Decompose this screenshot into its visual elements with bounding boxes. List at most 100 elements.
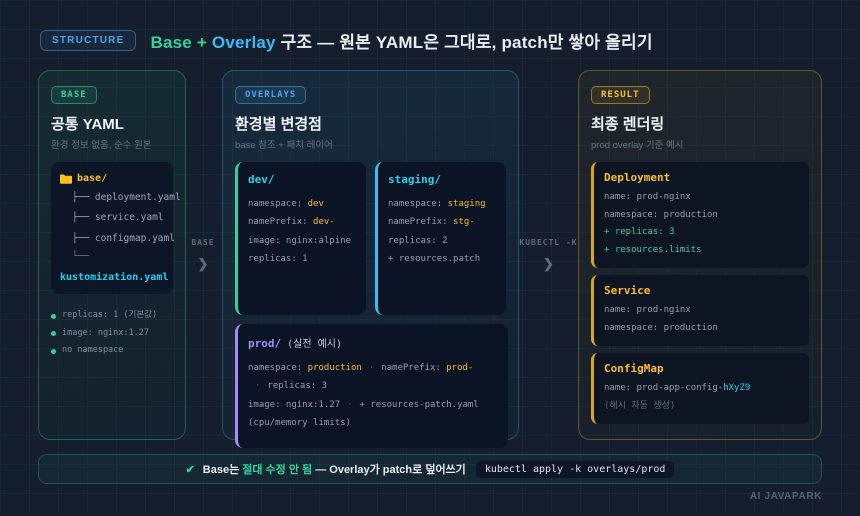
title-rest-segment: 구조 — 원본 YAML은 그대로, patch만 쌓아 올리기 <box>275 33 653 52</box>
deployment-replicas-line: + replicas: 3 <box>604 227 675 238</box>
footer-note-bar: ✔ Base는 절대 수정 안 됨 — Overlay가 patch로 덮어쓰기… <box>38 454 822 484</box>
prod-image-line: image: nginx:1.27 ·+ resources-patch.yaml… <box>248 396 498 433</box>
dev-nameprefix-key: namePrefix: <box>248 217 308 228</box>
dot-separator: · <box>368 363 375 373</box>
tree-kustomization-label: kustomization.yaml <box>60 272 169 284</box>
footer-seg-never-modify: 절대 수정 안 됨 <box>242 464 313 476</box>
connector-kubectl-label: KUBECTL -K <box>519 238 578 247</box>
tree-folder-row: base/ <box>60 173 164 184</box>
configmap-name-line: name: prod-app-config-hXyZ9 <box>604 380 799 398</box>
dev-nameprefix-value: dev- <box>313 217 335 228</box>
overlays-badge: OVERLAYS <box>235 86 307 104</box>
title-base-segment: Base + <box>150 33 212 52</box>
overlays-column: OVERLAYS 환경별 변경점 base 참조 + 패치 레이어 dev/ n… <box>222 70 519 448</box>
staging-overlay-card: staging/ namespace: staging namePrefix: … <box>375 162 506 315</box>
kubectl-command-code: kubectl apply -k overlays/prod <box>475 460 675 478</box>
footer-text: Base는 절대 수정 안 됨 — Overlay가 patch로 덮어쓰기 <box>203 461 466 477</box>
connector-base: BASE ❯ <box>184 70 222 440</box>
base-bullet-list: replicas: 1 (기본값) image: nginx:1.27 no n… <box>51 307 173 359</box>
check-icon: ✔ <box>185 463 195 476</box>
tree-file-configmap: ├── configmap.yaml <box>72 232 175 244</box>
service-card-title: Service <box>604 284 651 298</box>
dev-overlay-card: dev/ namespace: dev namePrefix: dev- ima… <box>235 162 366 315</box>
footer-seg-overlay: — Overlay가 patch로 덮어쓰기 <box>312 464 466 476</box>
bullet-image-text: image: nginx:1.27 <box>62 327 149 338</box>
deployment-name-line: name: prod-nginx <box>604 192 691 202</box>
dev-image-line: image: nginx:alpine <box>248 235 351 246</box>
overlay-cards-row: dev/ namespace: dev namePrefix: dev- ima… <box>235 162 506 315</box>
service-result-card: Service name: prod-nginx namespace: prod… <box>591 275 809 347</box>
staging-nameprefix-value: stg- <box>453 217 475 228</box>
tree-file-service: ├── service.yaml <box>72 212 164 224</box>
structure-badge: STRUCTURE <box>40 30 137 51</box>
configmap-hash-text: hXyZ9 <box>723 383 751 394</box>
configmap-hash-note: (해시 자동 생성) <box>604 400 676 411</box>
header: STRUCTURE Base + Overlay 구조 — 원본 YAML은 그… <box>40 28 653 53</box>
service-namespace-line: namespace: production <box>604 322 718 333</box>
base-column: BASE 공통 YAML 환경 정보 없음, 순수 원본 base/ ├── d… <box>38 70 186 440</box>
deployment-limits-line: + resources.limits <box>604 244 702 255</box>
bullet-replicas: replicas: 1 (기본값) <box>51 307 173 324</box>
dev-nameprefix-line: namePrefix: dev- <box>248 213 356 231</box>
dot-separator: · <box>347 399 353 410</box>
configmap-card-title: ConfigMap <box>604 362 664 376</box>
bullet-dot-icon <box>51 348 56 354</box>
base-badge: BASE <box>51 86 97 104</box>
base-file-tree: base/ ├── deployment.yaml ├── service.ya… <box>51 162 181 295</box>
dev-replicas-line: replicas: 1 <box>248 254 308 265</box>
staging-nameprefix-line: namePrefix: stg- <box>388 213 496 231</box>
base-column-subtitle: 환경 정보 없음, 순수 원본 <box>51 140 152 151</box>
bullet-namespace-text: no namespace <box>62 345 124 356</box>
chevron-right-icon: ❯ <box>543 256 554 271</box>
dev-namespace-key: namespace: <box>248 199 303 209</box>
result-column: RESULT 최종 렌더링 prod overlay 기준 예시 Deploym… <box>578 70 822 440</box>
dev-card-title: dev/ <box>248 173 275 186</box>
deployment-card-title: Deployment <box>604 171 671 184</box>
prod-replicas-text: replicas: 3 <box>267 381 328 392</box>
base-column-title: 공통 YAML <box>51 116 124 133</box>
chevron-right-icon: ❯ <box>197 256 209 271</box>
prod-card-title: prod/ (실전 예시) <box>248 335 498 350</box>
bullet-replicas-text: replicas: 1 (기본값) <box>62 310 158 321</box>
prod-namespace-value: production <box>307 363 362 373</box>
prod-overlay-card: prod/(실전 예시) namespace: production·nameP… <box>235 324 508 448</box>
folder-icon <box>60 174 72 184</box>
title-overlay-segment: Overlay <box>211 33 276 52</box>
page-title: Base + Overlay 구조 — 원본 YAML은 그대로, patch만… <box>150 28 652 53</box>
prod-title-suffix: (실전 예시) <box>287 339 342 350</box>
connector-kubectl: KUBECTL -K ❯ <box>519 70 578 440</box>
tree-branch-stub: └── <box>72 251 90 263</box>
staging-patch-line: + resources.patch <box>388 254 481 265</box>
configmap-name-text: name: prod-app-config- <box>604 383 724 394</box>
service-name-line: name: prod-nginx <box>604 305 691 316</box>
staging-namespace-line: namespace: staging <box>388 195 496 213</box>
result-column-title: 최종 렌더링 <box>591 116 665 133</box>
overlays-column-subtitle: base 참조 + 패치 레이어 <box>235 140 333 151</box>
dev-namespace-line: namespace: dev <box>248 195 356 213</box>
bullet-namespace: no namespace <box>51 342 173 359</box>
prod-title-text: prod/ <box>248 337 282 350</box>
prod-patch-text: + resources-patch.yaml (cpu/memory limit… <box>248 399 479 429</box>
staging-namespace-value: staging <box>447 199 486 209</box>
staging-namespace-key: namespace: <box>388 199 443 209</box>
prod-nameprefix-value: prod- <box>446 363 474 373</box>
staging-nameprefix-key: namePrefix: <box>388 217 448 228</box>
credit-watermark: AI JAVAPARK <box>749 491 822 502</box>
result-column-subtitle: prod overlay 기준 예시 <box>591 140 684 151</box>
tree-folder-label: base/ <box>77 173 108 184</box>
deployment-namespace-line: namespace: production <box>604 209 718 220</box>
prod-namespace-key: namespace: <box>248 363 303 373</box>
overlays-column-title: 환경별 변경점 <box>235 116 322 133</box>
bullet-dot-icon <box>51 313 56 319</box>
deployment-result-card: Deployment name: prod-nginx namespace: p… <box>591 162 809 269</box>
bullet-image: image: nginx:1.27 <box>51 325 173 342</box>
bullet-dot-icon <box>51 331 56 337</box>
prod-settings-line: namespace: production·namePrefix: prod-·… <box>248 359 498 396</box>
footer-seg-base: Base는 <box>202 464 243 476</box>
tree-file-deployment: ├── deployment.yaml <box>72 192 181 203</box>
prod-image-text: image: nginx:1.27 <box>248 399 341 410</box>
dot-separator: · <box>255 381 261 392</box>
dev-namespace-value: dev <box>307 199 324 209</box>
configmap-result-card: ConfigMap name: prod-app-config-hXyZ9 (해… <box>591 353 809 425</box>
